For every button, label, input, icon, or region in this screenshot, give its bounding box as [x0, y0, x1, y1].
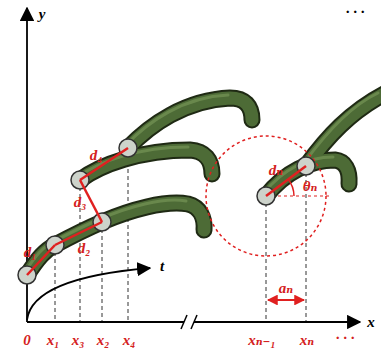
axis-break — [181, 315, 197, 329]
cross-sections — [18, 139, 315, 284]
distance-label: dₙ — [269, 163, 283, 178]
angle-arc — [288, 179, 294, 196]
distance-label: d₁ — [24, 245, 37, 260]
t-axis — [27, 268, 150, 320]
stems — [25, 90, 381, 275]
axis-label: t — [160, 259, 164, 274]
reference-line — [266, 195, 332, 196]
spacing-label: aₙ — [279, 281, 293, 296]
distance-label: d₂ — [78, 241, 91, 256]
distance-segments — [27, 148, 306, 275]
tick-label: xₙ — [300, 333, 314, 348]
tick-label: xₙ₋₁ — [248, 333, 276, 348]
ellipsis: · · · — [346, 5, 365, 20]
tick-label: x₄ — [123, 333, 136, 348]
axis-label: x — [367, 315, 375, 330]
distance-label: d₃ — [74, 195, 87, 210]
axis-label: y — [39, 7, 46, 22]
tick-label: x₁ — [47, 333, 60, 348]
distance-label: d₄ — [90, 148, 103, 163]
tick-label: x₂ — [97, 333, 110, 348]
ellipsis: · · · — [336, 331, 355, 346]
spacing-arrow — [268, 299, 304, 301]
angle-label: θₙ — [303, 179, 318, 194]
tick-label: x₃ — [72, 333, 85, 348]
tick-label: 0 — [23, 333, 31, 348]
